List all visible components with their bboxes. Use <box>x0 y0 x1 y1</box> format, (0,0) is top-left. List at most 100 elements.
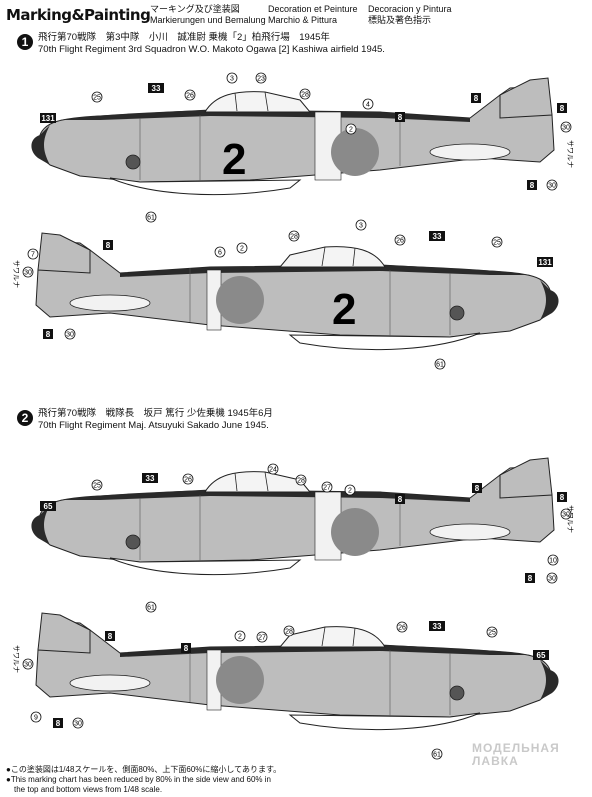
callout-label: 33 <box>433 232 442 241</box>
callout-label: 61 <box>436 362 444 369</box>
callout-label: 8 <box>530 181 535 190</box>
callout-view3-8: 8 <box>395 494 405 504</box>
watermark: МОДЕЛЬНАЯ ЛАВКА <box>472 741 560 768</box>
header-lang-col-1: マーキング及び塗装図 Markierungen und Bemalung <box>150 4 266 25</box>
callout-view2-12: 30 <box>64 328 76 340</box>
callout-label: 2 <box>238 634 242 641</box>
callout-label: 8 <box>108 632 113 641</box>
callout-view2-2: 8 <box>103 240 113 250</box>
callout-view3-14: 8 <box>525 573 535 583</box>
callout-label: 65 <box>44 502 53 511</box>
fuselage-code-view2: 2 <box>332 285 356 334</box>
callout-label: 30 <box>24 662 32 669</box>
callout-label: 33 <box>433 622 442 631</box>
callout-label: 3 <box>230 76 234 83</box>
callout-label: 2 <box>240 246 244 253</box>
callout-view1-14: 8 <box>527 180 537 190</box>
callout-label: 28 <box>297 478 305 485</box>
callout-label: 8 <box>560 104 565 113</box>
no-step-label-3: サワルナ <box>566 505 574 533</box>
callout-label: 61 <box>433 752 441 759</box>
callout-view1-13: 61 <box>145 211 157 223</box>
callout-view2-6: 3 <box>355 219 367 231</box>
callout-label: 8 <box>56 719 61 728</box>
callout-view2-13: 61 <box>434 358 446 370</box>
callout-label: 3 <box>359 223 363 230</box>
callout-view1-15: 30 <box>546 179 558 191</box>
callout-label: 28 <box>285 629 293 636</box>
scheme-2-right-side-view <box>35 612 560 731</box>
callout-view1-4: 25 <box>91 91 103 103</box>
callout-view3-6: 25 <box>91 479 103 491</box>
callout-label: 28 <box>301 92 309 99</box>
callout-label: 25 <box>493 240 501 247</box>
callout-view2-1: 30 <box>22 266 34 278</box>
callout-view3-7: 65 <box>40 501 56 511</box>
scheme-2-caption: 飛行第70戦隊 戦隊長 坂戸 篤行 少佐乗機 1945年6月 70th Flig… <box>38 408 273 431</box>
callout-view2-9: 25 <box>491 236 503 248</box>
no-step-label-2: サワルナ <box>12 260 20 288</box>
callout-view1-7: 4 <box>362 98 374 110</box>
callout-view1-9: 8 <box>471 93 481 103</box>
callout-view1-5: 28 <box>299 88 311 100</box>
header-lang-col-3: Decoracion y Pintura 標貼及著色指示 <box>368 4 452 25</box>
callout-label: 30 <box>66 332 74 339</box>
callout-label: 23 <box>257 76 265 83</box>
callout-label: 28 <box>290 234 298 241</box>
fuselage-code-view1: 2 <box>222 135 246 184</box>
callout-view3-10: 8 <box>557 492 567 502</box>
callout-label: 26 <box>186 93 194 100</box>
callout-view1-3: 26 <box>184 89 196 101</box>
callout-label: 2 <box>349 127 353 134</box>
callout-label: 30 <box>24 270 32 277</box>
callout-view2-4: 2 <box>236 242 248 254</box>
footnote-en-1: ●This marking chart has been reduced by … <box>6 775 271 784</box>
callout-label: 25 <box>93 483 101 490</box>
footnote-en-2: the top and bottom views from 1/48 scale… <box>14 785 163 794</box>
callout-label: 26 <box>398 625 406 632</box>
callout-label: 131 <box>538 258 552 267</box>
callout-view3-9: 8 <box>472 483 482 493</box>
callout-view1-10: 8 <box>557 103 567 113</box>
callout-label: 24 <box>269 467 277 474</box>
no-step-label-4: サワルナ <box>12 645 20 673</box>
callout-view2-8: 33 <box>429 231 445 241</box>
callout-view4-4: 27 <box>256 631 268 643</box>
callout-view4-12: 30 <box>72 717 84 729</box>
callout-label: 8 <box>46 330 51 339</box>
callout-view3-4: 27 <box>321 481 333 493</box>
callout-view4-6: 26 <box>396 621 408 633</box>
no-step-label-1: サワルナ <box>566 140 574 168</box>
callout-label: 9 <box>34 715 38 722</box>
callout-view1-1: 23 <box>255 72 267 84</box>
callout-view1-0: 3 <box>226 72 238 84</box>
callout-view3-5: 2 <box>344 484 356 496</box>
callout-label: 30 <box>562 512 570 519</box>
callout-label: 33 <box>152 84 161 93</box>
callout-view2-3: 6 <box>214 246 226 258</box>
callout-view3-15: 30 <box>546 572 558 584</box>
callout-view3-2: 26 <box>182 473 194 485</box>
callout-label: 26 <box>396 238 404 245</box>
callout-view1-11: 30 <box>560 121 572 133</box>
callout-label: 8 <box>528 574 533 583</box>
callout-label: 27 <box>258 635 266 642</box>
callout-view4-2: 8 <box>181 643 191 653</box>
callout-label: 131 <box>41 114 55 123</box>
callout-view2-0: 7 <box>27 248 39 260</box>
callout-label: 25 <box>93 95 101 102</box>
callout-view4-1: 30 <box>22 658 34 670</box>
callout-label: 8 <box>398 113 403 122</box>
callout-view1-8: 8 <box>395 112 405 122</box>
callout-label: 8 <box>106 241 111 250</box>
callout-view3-3: 28 <box>295 474 307 486</box>
callout-view3-1: 24 <box>267 463 279 475</box>
callout-label: 61 <box>147 215 155 222</box>
callout-label: 2 <box>348 488 352 495</box>
scheme-2-left-side-view <box>30 457 555 576</box>
callout-view4-3: 2 <box>234 630 246 642</box>
callout-view4-9: 65 <box>533 650 549 660</box>
callout-view3-13: 61 <box>145 601 157 613</box>
callout-label: 8 <box>560 493 565 502</box>
